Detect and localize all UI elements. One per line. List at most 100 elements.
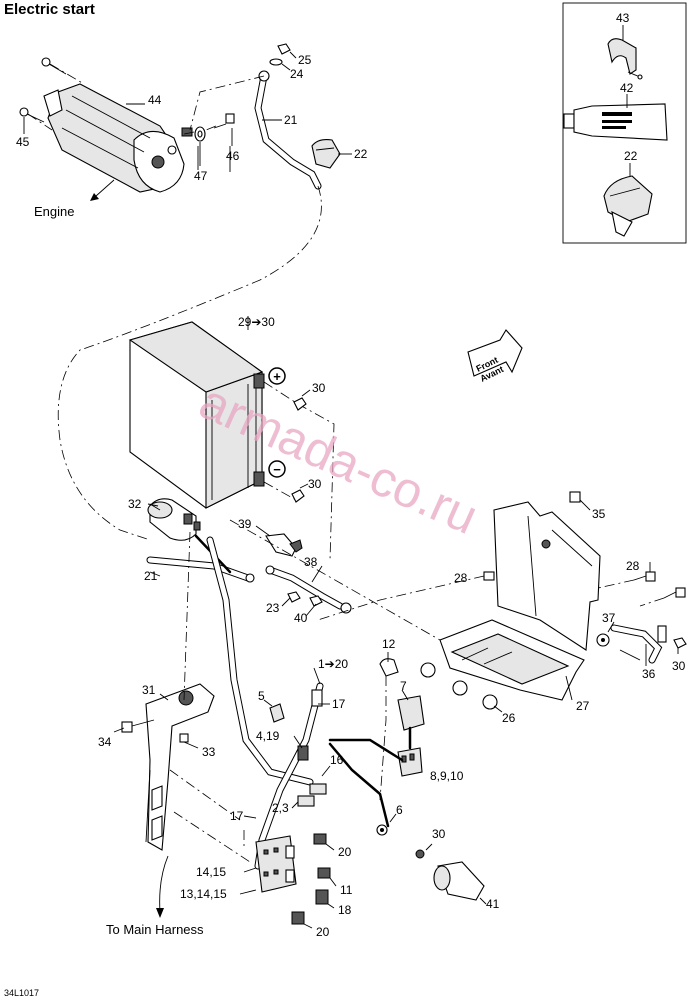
clip-part-5 — [269, 703, 285, 723]
star-washer-part-37 — [596, 633, 610, 647]
callout-44: 44 — [148, 93, 162, 107]
positive-terminal-symbol: + — [268, 367, 286, 385]
callout-11: 11 — [340, 883, 353, 897]
front-direction-arrow: Front Avant — [467, 329, 523, 384]
cap-part-12 — [379, 658, 399, 677]
drawing-code: 34L1017 — [4, 988, 39, 998]
callout-20-upper: 20 — [338, 845, 352, 859]
callout-31: 31 — [142, 683, 156, 697]
callout-45: 45 — [16, 135, 30, 149]
accessory-inset-box — [562, 2, 687, 244]
rubber-feet-part-26 — [420, 662, 498, 710]
callout-26: 26 — [502, 711, 516, 725]
callout-30-positive: 30 — [312, 381, 326, 395]
callout-6: 6 — [396, 803, 403, 817]
callout-20-lower: 20 — [316, 925, 330, 939]
engine-note: Engine — [34, 204, 74, 219]
negative-terminal-symbol: − — [268, 460, 286, 478]
clip-part-22 — [311, 139, 341, 169]
callout-47: 47 — [194, 169, 208, 183]
bolt-part-28-side — [633, 571, 686, 599]
callout-36: 36 — [642, 667, 656, 681]
nut-part-30-outlet — [415, 849, 425, 859]
callout-24: 24 — [290, 67, 304, 81]
diagram-title: Electric start — [4, 1, 95, 18]
nut-part-40 — [309, 595, 323, 607]
callout-33: 33 — [202, 745, 216, 759]
callout-16: 16 — [330, 753, 344, 767]
callout-28-side: 28 — [626, 559, 640, 573]
grease-tube-part-42 — [563, 103, 668, 141]
svg-text:−: − — [273, 462, 281, 477]
callout-28-upper: 28 — [454, 571, 468, 585]
callout-21-top: 21 — [284, 113, 298, 127]
nut-part-23 — [287, 591, 301, 603]
callout-27: 27 — [576, 699, 590, 713]
fuse-part-20-lower — [291, 911, 305, 925]
power-outlet-part-41 — [433, 861, 485, 901]
callout-39: 39 — [238, 517, 252, 531]
callout-30-ground: 30 — [672, 659, 686, 673]
bolts-part-45 — [19, 57, 67, 123]
callout-22-inset: 22 — [624, 149, 638, 163]
callout-13-14-15: 13,14,15 — [180, 887, 227, 901]
nut-part-30-positive — [293, 397, 307, 411]
callout-25: 25 — [298, 53, 312, 67]
callout-46: 46 — [226, 149, 240, 163]
callout-42: 42 — [620, 81, 634, 95]
starter-motor-part-44 — [43, 83, 193, 193]
svg-text:+: + — [273, 369, 281, 384]
clip-part-22-inset — [603, 175, 653, 237]
relay-part-7 — [397, 695, 425, 731]
nut-part-30-negative — [291, 489, 305, 503]
callout-12: 12 — [382, 637, 396, 651]
callout-40: 40 — [294, 611, 308, 625]
bolt-part-28-upper — [483, 571, 495, 581]
boot-part-39 — [265, 533, 303, 557]
callout-8-9-10: 8,9,10 — [430, 769, 464, 783]
callout-32: 32 — [128, 497, 142, 511]
callout-34: 34 — [98, 735, 112, 749]
clip-part-43 — [607, 38, 643, 80]
callout-41: 41 — [486, 897, 500, 911]
callouts: 43 42 22 25 24 44 21 45 46 47 22 29➔30 3… — [16, 11, 686, 939]
battery-part-29 — [128, 321, 265, 509]
callout-35: 35 — [592, 507, 606, 521]
callout-29-30: 29➔30 — [238, 315, 275, 329]
callout-22: 22 — [354, 147, 368, 161]
callout-2-3: 2,3 — [272, 801, 289, 815]
fuse-part-18 — [315, 889, 329, 905]
callout-14-15: 14,15 — [196, 865, 226, 879]
fuse-part-11 — [317, 867, 331, 879]
washer-part-24 — [269, 58, 283, 66]
ring-terminal-part-6 — [376, 824, 388, 836]
bolt-part-34 — [121, 721, 133, 733]
fuse-box-part-14-15 — [255, 835, 297, 893]
relay-socket-part-8-9-10 — [397, 747, 423, 777]
callout-7: 7 — [400, 679, 407, 693]
solenoid-part-32 — [147, 498, 201, 541]
callout-5: 5 — [258, 689, 265, 703]
battery-tray-part-27 — [439, 619, 585, 701]
callout-37: 37 — [602, 611, 616, 625]
connector-part-2-3 — [297, 783, 327, 807]
callout-30-negative: 30 — [308, 477, 322, 491]
fuse-part-20-upper — [313, 833, 327, 845]
washer-part-47 — [194, 126, 206, 142]
callout-38: 38 — [304, 555, 318, 569]
callout-43: 43 — [616, 11, 630, 25]
callout-17-lower: 17 — [230, 809, 244, 823]
nut-part-30-ground — [673, 637, 687, 649]
callout-21-lower: 21 — [144, 569, 158, 583]
bolt-part-46 — [213, 113, 235, 129]
callout-30-outlet: 30 — [432, 827, 446, 841]
callout-1-20: 1➔20 — [318, 657, 348, 671]
bracket-part-31 — [145, 683, 215, 851]
callout-23: 23 — [266, 601, 280, 615]
screw-part-33 — [179, 733, 189, 743]
callout-4-19: 4,19 — [256, 729, 280, 743]
callout-17-upper: 17 — [332, 697, 346, 711]
bolt-part-35 — [569, 491, 581, 503]
